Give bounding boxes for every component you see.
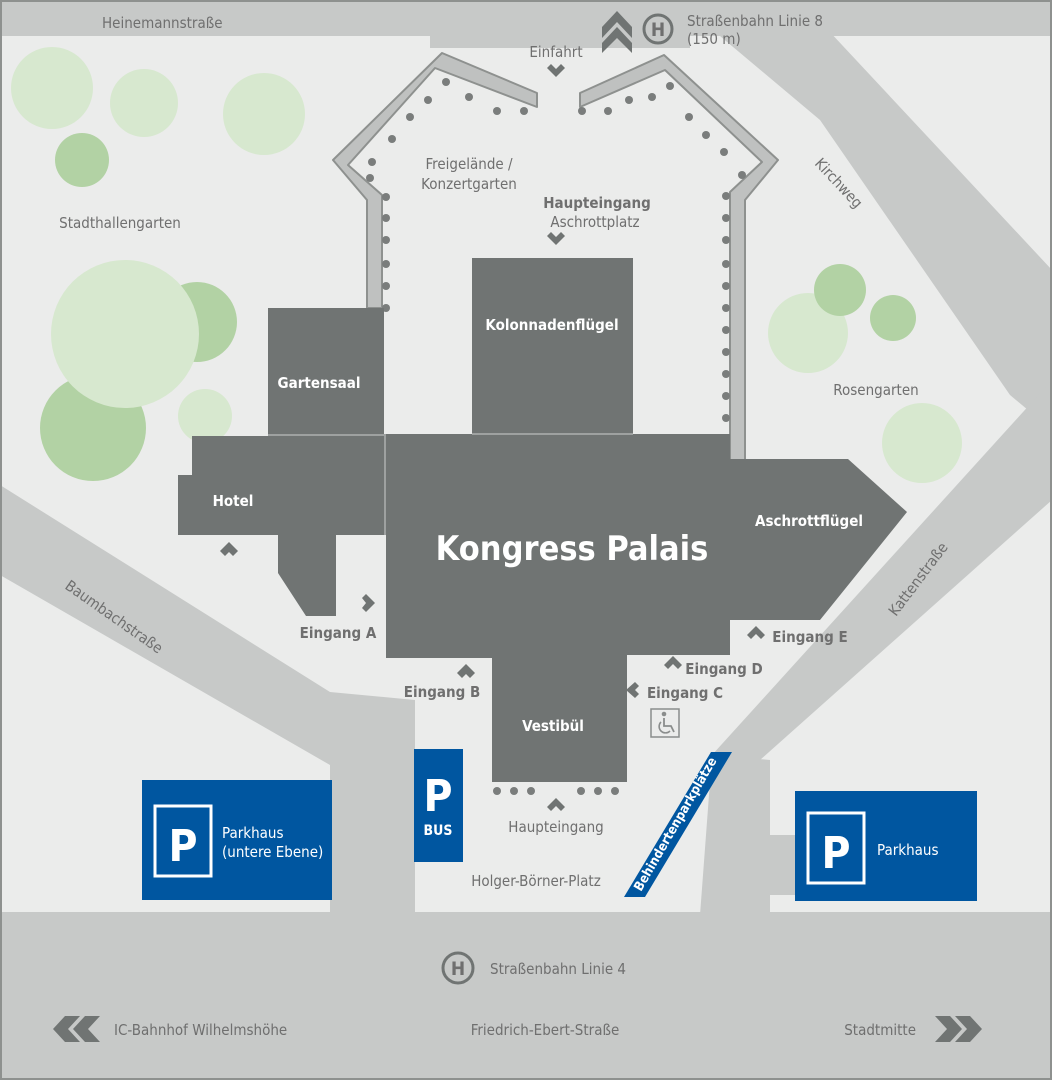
label-eingang-c: Eingang C [647, 684, 723, 702]
hotel-entrance-icon [220, 542, 238, 556]
road-kirchweg [720, 0, 1052, 430]
tram-stop-icon: H [441, 951, 475, 985]
tram-stop-icon: H [642, 13, 674, 45]
label-holger-boerner-platz: Holger-Börner-Platz [471, 872, 601, 890]
label-eingang-d: Eingang D [685, 660, 762, 678]
wall-left [332, 52, 538, 309]
tree [870, 295, 916, 341]
label-kolonnadenfluegel: Kolonnadenflügel [485, 316, 618, 334]
tree [882, 403, 962, 483]
label-kongress-palais: Kongress Palais [436, 529, 709, 569]
label-eingang-e: Eingang E [772, 628, 847, 646]
parking-bus-symbol: P [423, 771, 452, 822]
tree [110, 69, 178, 137]
entrance-e-icon [747, 626, 765, 639]
trees [11, 47, 962, 483]
parking-left-symbol: P [168, 821, 197, 872]
street-friedrich-ebert-strasse: Friedrich-Ebert-Straße [471, 1021, 620, 1039]
entrance-d-icon [664, 656, 682, 669]
label-aschrottfluegel: Aschrottflügel [755, 512, 863, 530]
label-haupteingang-top: Haupteingang [543, 194, 651, 212]
label-eingang-b: Eingang B [404, 683, 480, 701]
parking-left: P Parkhaus (untere Ebene) [142, 780, 332, 900]
entrance-b-icon [457, 664, 475, 678]
tree [178, 389, 232, 443]
tree [51, 260, 199, 408]
label-gartensaal: Gartensaal [278, 374, 361, 392]
label-eingang-a: Eingang A [300, 624, 377, 642]
entrance-c-icon [626, 682, 639, 698]
tram-line-8-label: Straßenbahn Linie 8 [687, 12, 823, 30]
road-baumbachstrasse [0, 485, 415, 765]
road-baumbach-lower [330, 765, 415, 915]
tree [11, 47, 93, 129]
double-chevron-up-icon [602, 11, 632, 53]
parking-left-label: Parkhaus [222, 824, 284, 842]
tram-symbol-bottom: H [451, 958, 465, 980]
parking-left-sublabel: (untere Ebene) [222, 843, 323, 861]
parking-right-symbol: P [821, 828, 850, 879]
tree [55, 133, 109, 187]
tram-line-4-label: Straßenbahn Linie 4 [490, 960, 626, 978]
label-aschrottplatz: Aschrottplatz [550, 213, 639, 231]
road-katten-lower [700, 755, 770, 915]
tram-symbol-top: H [651, 19, 665, 41]
building-kolonnadenfluegel [472, 258, 633, 433]
building-kongress-palais [386, 434, 907, 782]
parking-bus: P BUS [414, 749, 463, 862]
tree [223, 73, 305, 155]
road-kattenstrasse [712, 380, 1052, 760]
label-konzertgarten: Konzertgarten [421, 175, 517, 193]
parking-bus-label: BUS [424, 823, 453, 839]
label-vestibuel: Vestibül [522, 717, 584, 735]
building-hotel [178, 436, 384, 616]
entrance-a-icon [362, 594, 375, 612]
direction-ic-bahnhof: IC-Bahnhof Wilhelmshöhe [114, 1021, 287, 1039]
direction-stadtmitte: Stadtmitte [844, 1021, 916, 1039]
wheelchair-icon [650, 708, 680, 738]
road-friedrich-ebert-strasse [0, 912, 1052, 1080]
colonnade-dots [366, 78, 746, 795]
double-chevron-left-icon [53, 1016, 100, 1042]
double-chevron-right-icon [935, 1016, 982, 1042]
parking-right: P Parkhaus [795, 791, 977, 901]
label-stadthallengarten: Stadthallengarten [59, 214, 181, 232]
buildings [178, 258, 907, 782]
label-haupteingang-bottom: Haupteingang [508, 818, 603, 836]
label-freigelaende: Freigelände / [425, 155, 513, 173]
label-rosengarten: Rosengarten [833, 381, 918, 399]
tree [814, 264, 866, 316]
road-heinemannstrasse [0, 0, 1052, 36]
parking-right-label: Parkhaus [877, 841, 939, 859]
tram-distance-label: (150 m) [687, 30, 741, 48]
entrance-arrows [220, 64, 765, 811]
building-outlines [268, 433, 633, 535]
label-einfahrt: Einfahrt [529, 43, 582, 61]
building-gartensaal [268, 308, 384, 434]
street-heinemannstrasse: Heinemannstraße [102, 14, 223, 32]
main-entrance-bottom-icon [547, 798, 565, 811]
einfahrt-icon [547, 64, 565, 77]
main-entrance-top-icon [547, 232, 565, 245]
label-hotel: Hotel [213, 492, 254, 510]
